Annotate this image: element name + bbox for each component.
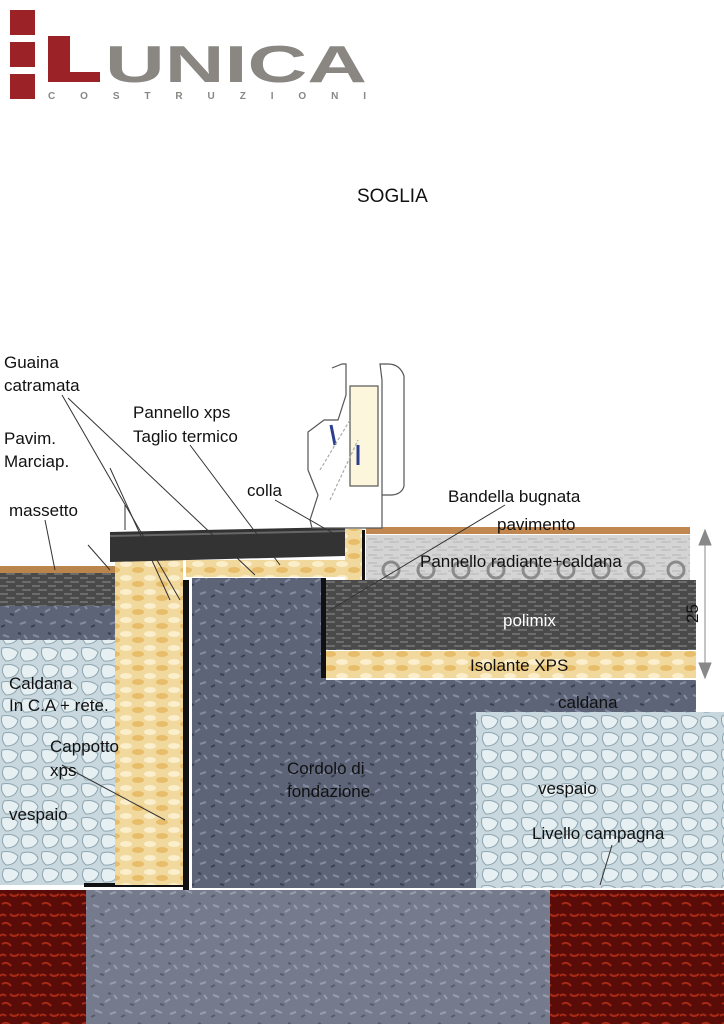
cordolo-fondazione [192,578,476,888]
label-livello-campagna: Livello campagna [532,824,665,843]
label-guaina: Guaina [4,353,59,372]
drawing-title: SOGLIA [357,186,428,207]
left-exterior-layers [0,566,184,887]
label-vespaio-left: vespaio [9,805,68,824]
leader-lines [44,394,613,886]
lunica-logo: UNICA COSTRUZIONI [10,10,367,102]
label-marciap: Marciap. [4,452,70,471]
foundation-ground [0,890,724,1024]
label-cordolo: Cordolo di [287,759,365,778]
label-pavim: Pavim. [4,429,56,448]
label-dimension: 25 [682,604,702,623]
label-catramata: catramata [4,376,80,395]
label-polimix: polimix [503,611,556,630]
label-pavimento: pavimento [497,515,576,534]
right-interior-layers [326,527,724,888]
dimension-arrow [698,528,712,680]
label-isolante-xps: Isolante XPS [470,656,569,675]
label-caldana-ca-2: In C.A + rete. [9,696,109,715]
label-pannello-xps: Pannello xps [133,403,231,422]
label-cordolo-2: fondazione [287,782,371,801]
svg-text:UNICA: UNICA [105,36,367,94]
svg-text:COSTRUZIONI: COSTRUZIONI [48,91,366,102]
label-massetto: massetto [9,501,78,520]
label-caldana-right: caldana [558,693,618,712]
label-cappotto: Cappotto [50,737,119,756]
threshold-slab [109,527,365,580]
window-frame [307,363,405,529]
label-cappotto-2: xps [50,761,77,780]
label-taglio-termico: Taglio termico [133,427,238,446]
label-bandella: Bandella bugnata [448,487,581,506]
label-pannello-radiante: Pannello radiante+caldana [420,552,622,571]
label-colla: colla [247,481,282,500]
guaina-membrane [183,580,189,890]
label-vespaio-right: vespaio [538,779,597,798]
label-caldana-ca: Caldana [9,674,73,693]
cappotto-xps [115,540,183,885]
